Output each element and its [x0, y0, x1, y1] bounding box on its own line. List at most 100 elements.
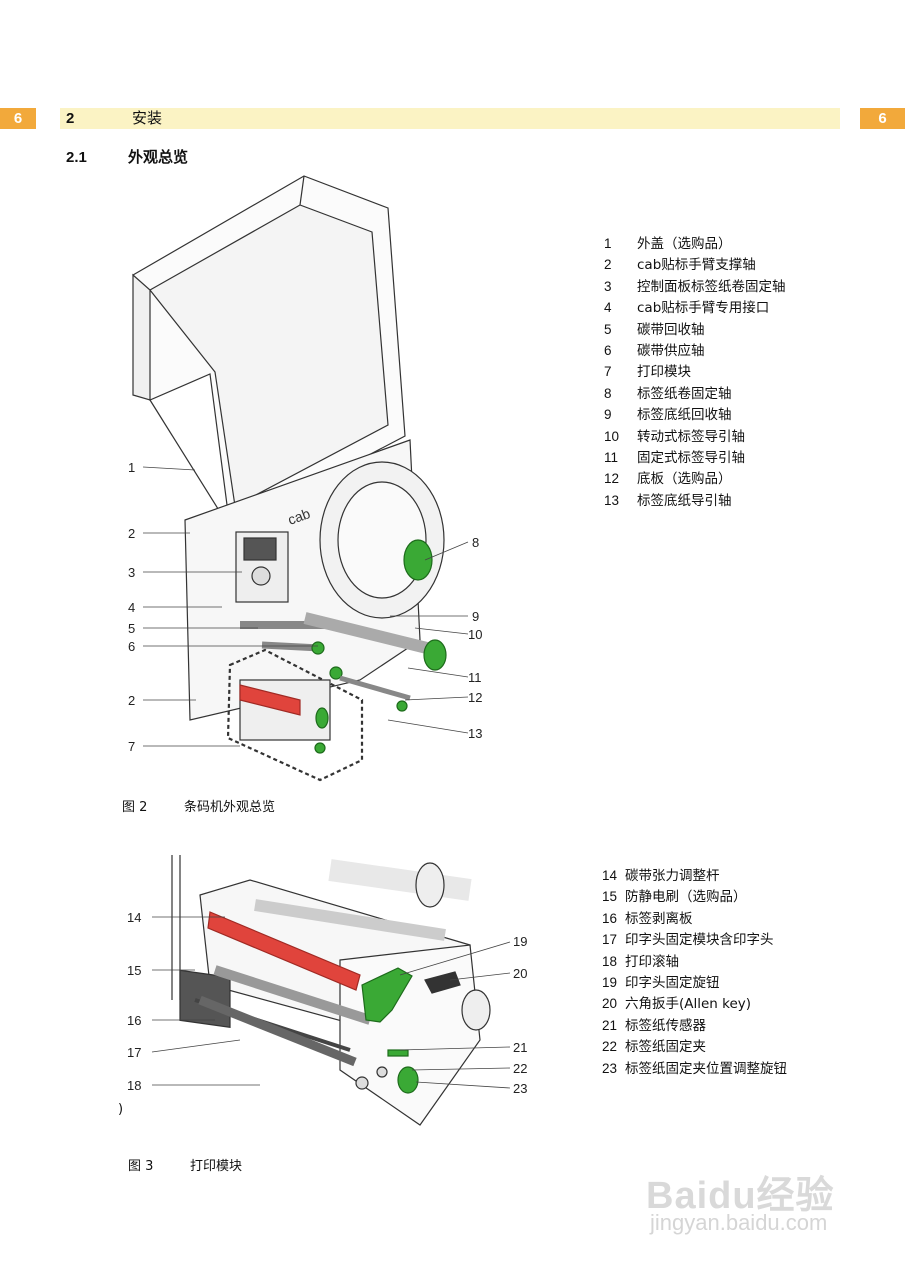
legend-item: 23 标签纸固定夹位置调整旋钮 [602, 1058, 787, 1079]
legend-text: 标签纸固定夹位置调整旋钮 [625, 1060, 787, 1077]
legend-number: 4 [604, 300, 612, 316]
legend-item: 17 印字头固定模块含印字头 [602, 929, 787, 950]
ribbon-supply-spindle [261, 641, 321, 652]
callout-19: 19 [513, 934, 527, 949]
callout-2: 2 [128, 526, 135, 541]
legend-number: 9 [604, 407, 612, 423]
legend-text: cab贴标手臂支撑轴 [637, 257, 756, 274]
legend-text: 六角扳手(Allen key) [625, 996, 752, 1013]
page-number-right: 6 [860, 108, 905, 129]
figure-title: 条码机外观总览 [184, 800, 276, 815]
nav-pad [251, 566, 271, 586]
baidu-watermark: Baidu经验 jingyan.baidu.com [640, 1140, 860, 1240]
callout-23: 23 [513, 1081, 527, 1096]
section-title: 安装 [132, 109, 163, 127]
printhead-assembly [213, 965, 372, 1025]
legend-text: 固定式标签导引轴 [637, 449, 745, 466]
legend-number: 2 [604, 257, 612, 273]
legend-number: 23 [602, 1060, 618, 1076]
legend-number: 18 [602, 953, 618, 969]
figure2-callouts: 14 15 16 17 18 19 20 21 22 23 [127, 910, 527, 1096]
figure3-caption: 图 3 打印模块 [128, 1155, 242, 1174]
print-module-drawing [151, 855, 511, 1126]
legend-number: 3 [604, 278, 612, 294]
legend-text: 打印滚轴 [625, 953, 679, 970]
legend-text: 标签纸传感器 [625, 1017, 706, 1034]
callout-21: 21 [513, 1040, 527, 1055]
legend-text: 碳带张力调整杆 [625, 868, 720, 884]
callout-22: 22 [513, 1061, 527, 1076]
page-number-left: 6 [0, 108, 36, 129]
figure-label: 图 3 [128, 1159, 154, 1174]
callout-13: 13 [468, 726, 482, 741]
legend-item: 22 标签纸固定夹 [602, 1036, 787, 1057]
legend-item: 18 打印滚轴 [602, 951, 787, 972]
callout-7: 7 [128, 739, 135, 754]
callout-8: 8 [472, 535, 479, 550]
clamp-adjust-knob [397, 1066, 419, 1094]
callout-4: 4 [128, 600, 135, 615]
legend-item: 11 固定式标签导引轴 [604, 447, 786, 468]
legend-text: cab贴标手臂专用接口 [637, 300, 770, 317]
legend-number: 14 [602, 868, 618, 883]
legend-text: 碳带回收轴 [637, 321, 705, 338]
legend-number: 21 [602, 1017, 618, 1033]
legend-number: 15 [602, 889, 618, 905]
legend-item: 15 防静电刷（选购品） [602, 886, 787, 907]
callout-17: 17 [127, 1045, 141, 1060]
legend-number: 6 [604, 342, 612, 358]
upper-roller [254, 899, 446, 941]
legend-item: 14 碳带张力调整杆 [602, 865, 787, 886]
legend-number: 11 [604, 449, 619, 465]
legend-text: 打印模块 [637, 364, 691, 381]
legend-number: 19 [602, 974, 618, 990]
legend-number: 5 [604, 321, 612, 337]
legend-number: 22 [602, 1039, 618, 1055]
print-roller [198, 995, 357, 1067]
figure1-callouts: 1 2 3 4 5 6 2 7 8 9 10 11 12 13 [128, 460, 482, 754]
callout-18: 18 [127, 1078, 141, 1093]
legend-item: 19 印字头固定旋钮 [602, 972, 787, 993]
legend-item: 5 碳带回收轴 [604, 319, 786, 340]
backing-rewind-spindle [303, 612, 437, 656]
callout-5: 5 [128, 621, 135, 636]
callout-3: 3 [128, 565, 135, 580]
figure-title: 打印模块 [190, 1159, 243, 1174]
legend-number: 16 [602, 910, 618, 926]
legend-number: 17 [602, 932, 618, 948]
legend-number: 8 [604, 385, 612, 401]
legend-text: 控制面板标签纸卷固定轴 [637, 278, 786, 295]
legend-text: 标签纸卷固定轴 [637, 385, 732, 402]
legend-text: 防静电刷（选购品） [625, 889, 747, 906]
legend-text: 标签底纸导引轴 [637, 492, 732, 509]
figure-label: 图 2 [122, 800, 148, 815]
callout-1: 1 [128, 460, 135, 475]
legend-item: 2 cab贴标手臂支撑轴 [604, 254, 786, 275]
callout-15: 15 [127, 963, 141, 978]
printer-overview-drawing: cab [132, 175, 469, 782]
legend-item: 21 标签纸传感器 [602, 1015, 787, 1036]
allen-key [424, 971, 461, 994]
legend-item: 3 控制面板标签纸卷固定轴 [604, 276, 786, 297]
cover-front-panel [132, 273, 151, 401]
legend-number: 10 [604, 428, 620, 444]
legend-item: 20 六角扳手(Allen key) [602, 993, 787, 1014]
legend-text: 标签纸固定夹 [625, 1039, 706, 1056]
legend-item: 4 cab贴标手臂专用接口 [604, 297, 786, 318]
callout-14: 14 [127, 910, 141, 925]
legend-text: 标签底纸回收轴 [637, 407, 732, 424]
section-number: 2 [66, 110, 75, 127]
legend-number: 20 [602, 996, 618, 1012]
figure2-caption: 图 2 条码机外观总览 [122, 796, 275, 815]
legend-text: 印字头固定模块含印字头 [625, 932, 774, 949]
legend-text: 印字头固定旋钮 [625, 974, 720, 991]
